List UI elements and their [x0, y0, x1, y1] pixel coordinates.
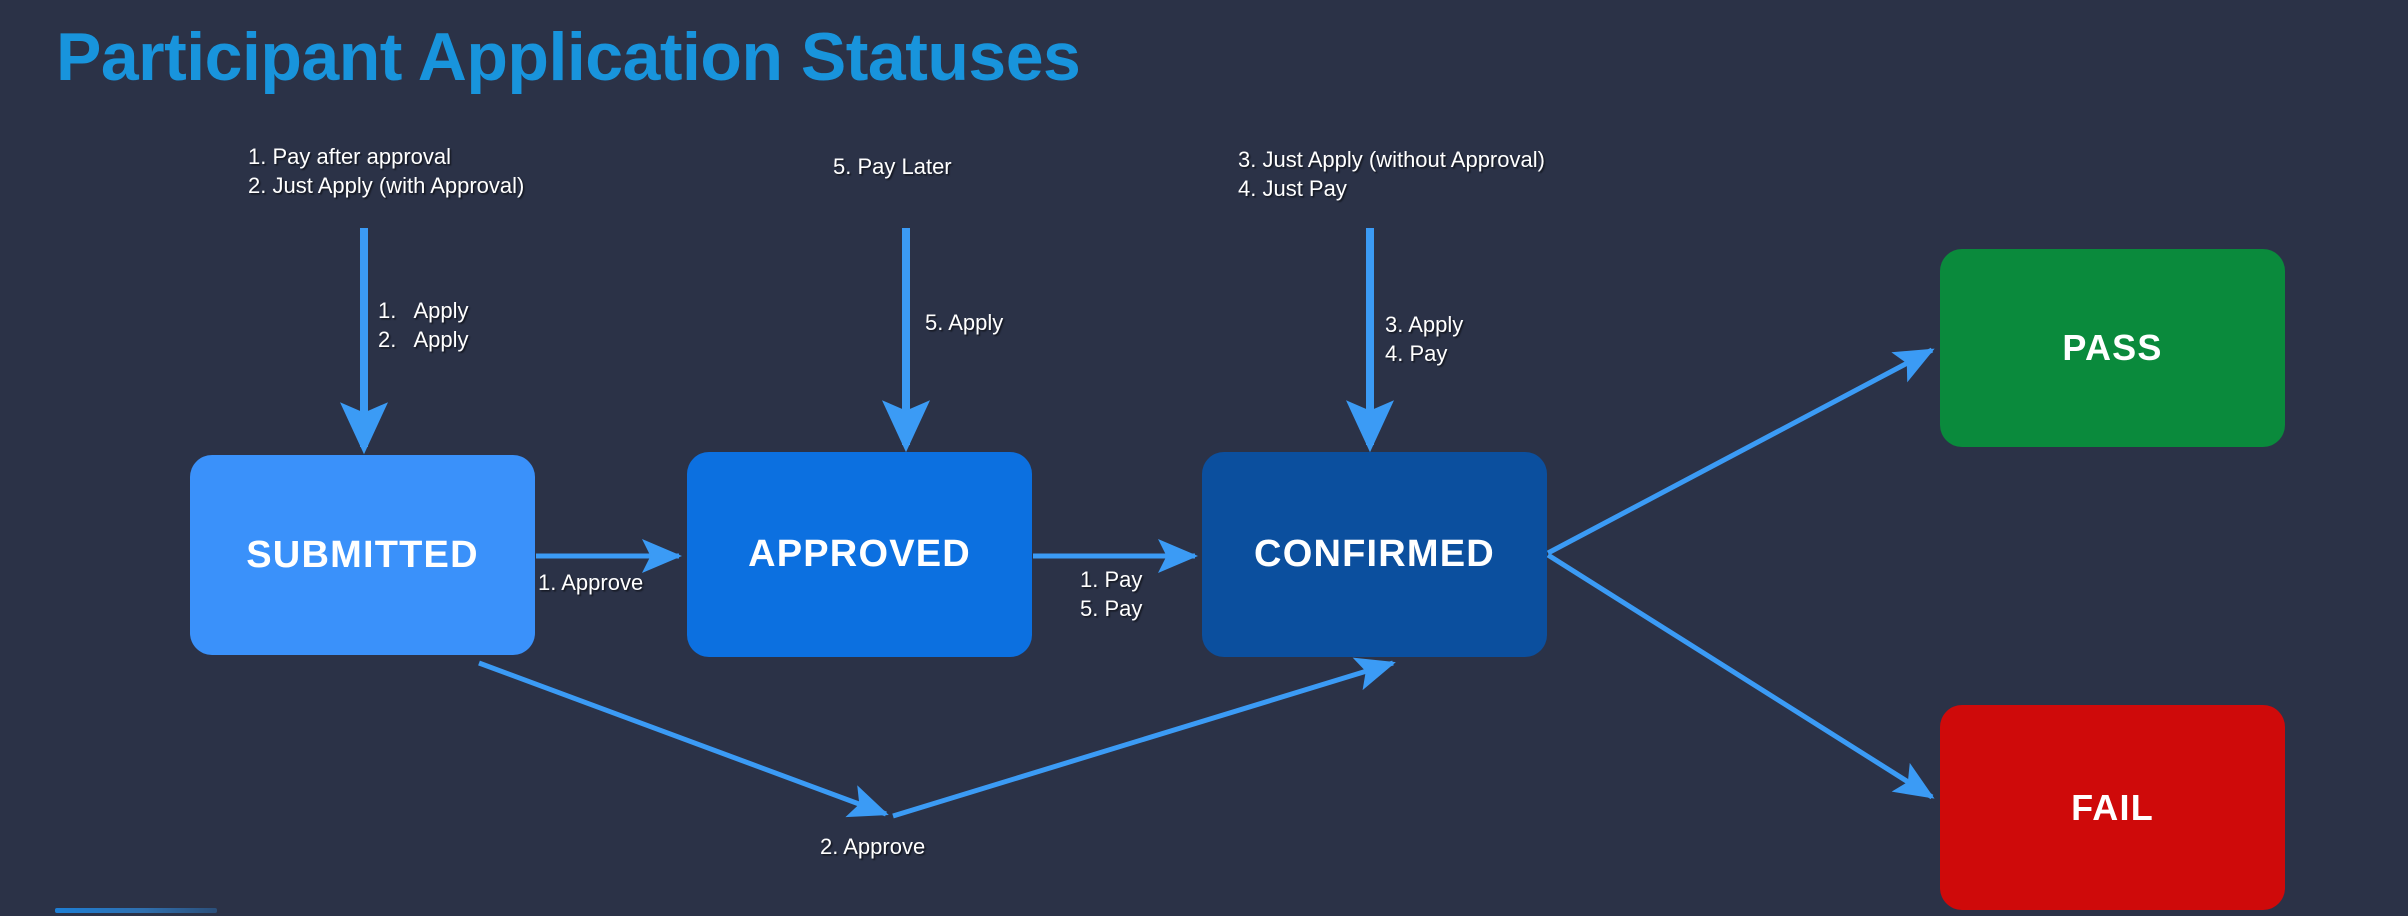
node-confirmed-label: CONFIRMED: [1254, 533, 1495, 575]
node-fail-label: FAIL: [2071, 786, 2154, 828]
entry-scenario-label-submitted: 1. Pay after approval 2. Just Apply (wit…: [248, 144, 525, 199]
node-pass-label: PASS: [2062, 327, 2163, 368]
transition-label-submitted-to-approved: 1. Approve: [538, 570, 644, 595]
edge-confirmed-to-pass: [1546, 347, 1935, 556]
node-submitted[interactable]: SUBMITTED: [190, 455, 535, 655]
entry-action-label-confirmed: 3. Apply 4. Pay: [1385, 312, 1464, 367]
bottom-accent-bar: [55, 908, 217, 913]
node-pass[interactable]: PASS: [1940, 249, 2285, 447]
node-fail[interactable]: FAIL: [1940, 705, 2285, 910]
entry-action-label-submitted: 1. Apply 2. Apply: [378, 298, 469, 353]
edge-vertex-to-confirmed: [892, 657, 1396, 819]
edge-submitted-to-vertex: [478, 660, 889, 818]
transition-label-approved-to-confirmed: 1. Pay 5. Pay: [1080, 567, 1143, 622]
node-approved-label: APPROVED: [748, 533, 971, 575]
node-confirmed[interactable]: CONFIRMED: [1202, 452, 1547, 657]
transition-label-submitted-to-confirmed: 2. Approve: [820, 834, 926, 859]
edge-confirmed-to-fail: [1546, 552, 1935, 800]
node-approved[interactable]: APPROVED: [687, 452, 1032, 657]
page-title: Participant Application Statuses: [56, 19, 1081, 95]
entry-scenario-label-confirmed: 3. Just Apply (without Approval) 4. Just…: [1238, 147, 1545, 202]
entry-scenario-label-approved: 5. Pay Later: [833, 154, 952, 179]
node-submitted-label: SUBMITTED: [246, 533, 479, 576]
entry-action-label-approved: 5. Apply: [925, 310, 1004, 335]
